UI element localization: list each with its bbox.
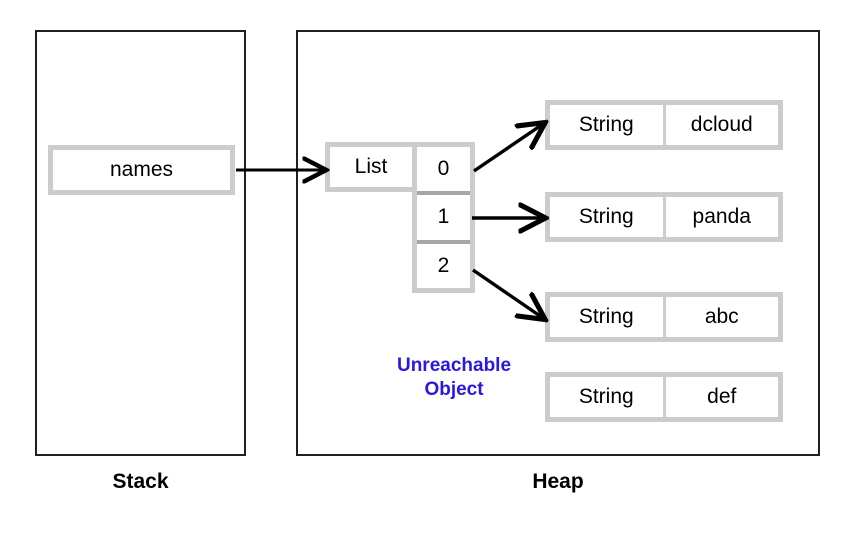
string-type-label-0: String [578, 113, 634, 136]
string-type-label-2: String [578, 305, 634, 328]
string-value-label-0: dcloud [662, 105, 779, 145]
string-value-label-2: abc [662, 297, 779, 337]
string-type-label-1: String [578, 205, 634, 228]
list-index-column: 0 1 2 [412, 142, 475, 293]
string-value-label-3: def [662, 377, 779, 417]
stack-region [35, 30, 246, 456]
list-type-label: List [354, 155, 388, 178]
heap-region-label: Heap [532, 470, 584, 493]
heap-string-object-panda: String panda [545, 192, 783, 242]
unreachable-annotation-line1: Unreachable [396, 355, 512, 376]
string-value-label-1: panda [662, 197, 779, 237]
heap-string-object-dcloud: String dcloud [545, 100, 783, 150]
unreachable-object-annotation: Unreachable Object [368, 354, 540, 402]
list-index-cell-2: 2 [417, 239, 470, 288]
stack-variable-name-label: names [109, 158, 174, 181]
unreachable-annotation-line2: Object [424, 378, 484, 400]
heap-string-object-abc: String abc [545, 292, 783, 342]
string-type-label-3: String [578, 385, 634, 408]
list-index-cell-0: 0 [437, 157, 450, 181]
heap-list-object-header: List [325, 142, 417, 192]
stack-variable-names: names [48, 145, 235, 195]
stack-region-label: Stack [112, 470, 169, 493]
list-index-cell-1: 1 [417, 191, 470, 239]
heap-string-object-def: String def [545, 372, 783, 422]
